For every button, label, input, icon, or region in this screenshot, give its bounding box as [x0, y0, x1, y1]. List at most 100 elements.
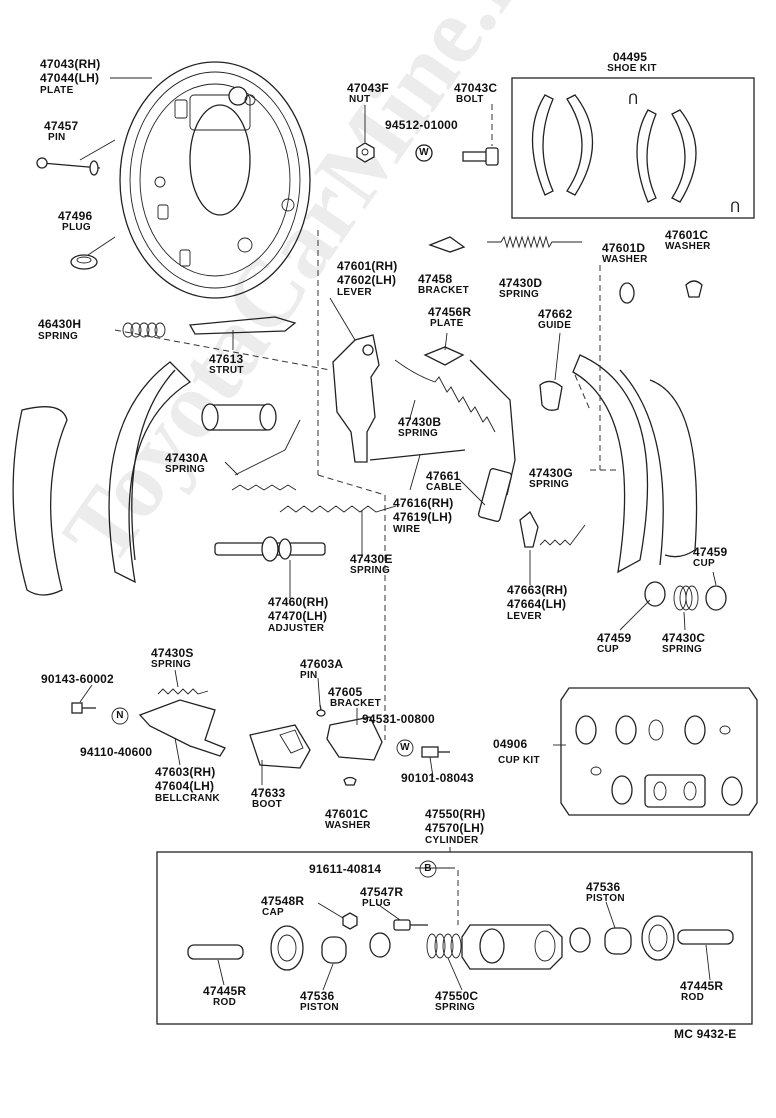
label-47536-top: 47536: [586, 880, 621, 894]
label-47570-lh: 47570(LH): [425, 821, 485, 835]
circle-letter-b: B: [424, 863, 432, 874]
label-47601-rh: 47601(RH): [337, 259, 398, 273]
spring-47430S-drawing: [157, 688, 209, 695]
label-piston-top: PISTON: [586, 893, 625, 904]
label-47044-lh: 47044(LH): [40, 71, 100, 85]
label-47460-rh: 47460(RH): [268, 595, 329, 609]
assembly-leader-lines: [114, 230, 620, 740]
left-brake-shoe-drawing: [108, 361, 192, 584]
label-spring-46430H: SPRING: [38, 331, 79, 342]
label-04495: 04495: [612, 50, 648, 64]
label-adjuster: ADJUSTER: [268, 623, 325, 634]
label-plate: PLATE: [40, 85, 74, 96]
label-leader-lines: [79, 77, 717, 991]
label-cup-top: CUP: [693, 558, 716, 569]
label-47613: 47613: [209, 352, 244, 366]
label-47661: 47661: [426, 469, 461, 483]
label-47601D: 47601D: [602, 241, 646, 255]
lever-47601-drawing: [332, 334, 380, 463]
guide-47662-drawing: [539, 380, 563, 411]
wire-47616-drawing: [369, 449, 466, 461]
spring-46430H-drawing: [122, 322, 166, 338]
label-47602-lh: 47602(LH): [337, 273, 397, 287]
label-spring-47430E: SPRING: [350, 565, 391, 576]
shoe-kit-box: ᑎ ᑎ: [511, 77, 755, 219]
label-spring-47430G: SPRING: [529, 479, 570, 490]
nut-47043F-drawing: [356, 142, 375, 163]
label-cylinder: CYLINDER: [425, 835, 479, 846]
label-94512-01000: 94512-01000: [385, 118, 458, 132]
label-cup-kit: CUP KIT: [498, 755, 540, 766]
label-47430S: 47430S: [151, 646, 194, 660]
label-47603A: 47603A: [300, 657, 344, 671]
label-47430E: 47430E: [350, 552, 393, 566]
label-bolt: BOLT: [456, 94, 484, 105]
label-47445R-left: 47445R: [203, 984, 247, 998]
label-94110-40600: 94110-40600: [80, 745, 153, 759]
label-47616-rh: 47616(RH): [393, 496, 454, 510]
cylinder-assembly-box: [156, 851, 753, 1025]
spring-47430A-drawing: [231, 419, 301, 491]
label-rod-left: ROD: [213, 997, 237, 1008]
svg-text:ᑎ: ᑎ: [628, 91, 638, 107]
plate-47456R-drawing: [423, 346, 465, 366]
label-47604-lh: 47604(LH): [155, 779, 215, 793]
label-47662: 47662: [538, 307, 573, 321]
strut-47613-drawing: [188, 316, 297, 335]
label-washer-47601D: WASHER: [602, 254, 648, 265]
label-bracket-47605: BRACKET: [330, 698, 381, 709]
left-lining-drawing: [12, 406, 68, 596]
label-04906: 04906: [493, 737, 528, 751]
label-47536-bot: 47536: [300, 989, 335, 1003]
wheel-cylinder-mid-drawing: [201, 403, 277, 431]
label-47601C-bot: 47601C: [325, 807, 369, 821]
bellcrank-47603-drawing: [138, 699, 226, 757]
label-47459-bot: 47459: [597, 631, 632, 645]
bracket-47605-drawing: [326, 716, 383, 761]
label-lever-47663: LEVER: [507, 611, 542, 622]
spring-47430G-drawing: [539, 524, 586, 546]
label-spring-47430B: SPRING: [398, 428, 439, 439]
label-47603-rh: 47603(RH): [155, 765, 216, 779]
label-47458: 47458: [418, 272, 453, 286]
label-47548R: 47548R: [261, 894, 305, 908]
circle-symbols: [111, 144, 437, 878]
label-47430C: 47430C: [662, 631, 706, 645]
label-plug-47547R: PLUG: [362, 898, 391, 909]
label-47605: 47605: [328, 685, 363, 699]
circle-letter-w-2: W: [419, 147, 429, 158]
pin-47457-drawing: [36, 157, 101, 176]
label-47456R: 47456R: [428, 305, 472, 319]
label-cap: CAP: [262, 907, 285, 918]
cable-47661-drawing: [469, 359, 516, 522]
label-90143-60002: 90143-60002: [41, 672, 114, 686]
label-47633: 47633: [251, 786, 286, 800]
label-47445R-right: 47445R: [680, 979, 724, 993]
label-47496: 47496: [58, 209, 93, 223]
label-47043-rh: 47043(RH): [40, 57, 101, 71]
label-47470-lh: 47470(LH): [268, 609, 328, 623]
label-47601C-top: 47601C: [665, 228, 709, 242]
spring-47430E-drawing: [279, 505, 397, 513]
label-94531-00800: 94531-00800: [362, 712, 435, 726]
pin-47603A-drawing: [316, 704, 326, 717]
spring-47430D-drawing: [487, 235, 582, 249]
svg-text:ᑎ: ᑎ: [730, 199, 740, 215]
label-47663-rh: 47663(RH): [507, 583, 568, 597]
label-cable: CABLE: [426, 482, 462, 493]
label-washer-47601C-top: WASHER: [665, 241, 711, 252]
label-spring-47430S: SPRING: [151, 659, 192, 670]
label-wire: WIRE: [393, 524, 421, 535]
bracket-47458-drawing: [428, 236, 466, 253]
label-46430H: 46430H: [38, 317, 82, 331]
label-91611-40814: 91611-40814: [309, 862, 382, 876]
label-47550C: 47550C: [435, 989, 479, 1003]
label-lever-47601: LEVER: [337, 287, 372, 298]
label-spring-47550C: SPRING: [435, 1002, 476, 1013]
label-spring-47430C: SPRING: [662, 644, 703, 655]
drawing-code: MC 9432-E: [674, 1027, 737, 1041]
label-47664-lh: 47664(LH): [507, 597, 567, 611]
spring-47430B-drawing: [394, 359, 496, 433]
label-boot: BOOT: [252, 799, 283, 810]
